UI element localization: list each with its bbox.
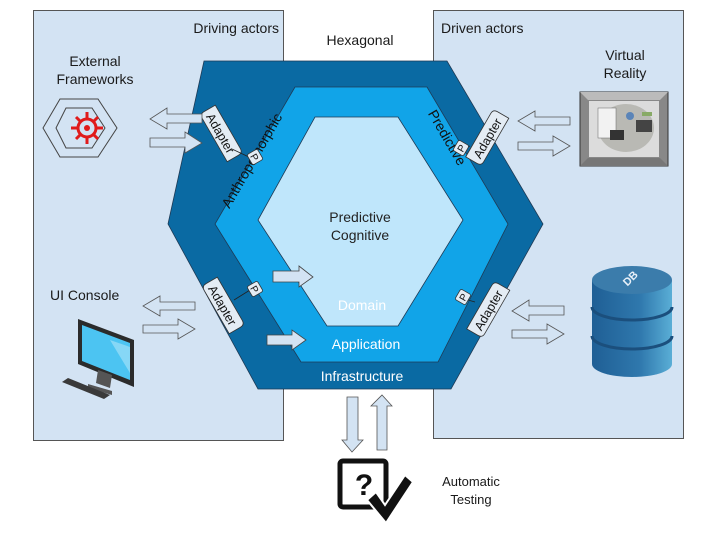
vr-photo-icon — [579, 91, 669, 167]
port-label: P — [247, 284, 260, 296]
gear-hexagon-icon — [42, 98, 118, 158]
ui-console-label: UI Console — [50, 287, 120, 303]
core-label-line1: Predictive — [329, 209, 391, 225]
port-label: P — [456, 143, 469, 155]
port-label: P — [458, 292, 471, 304]
port-top-right[interactable]: P — [453, 140, 470, 157]
arrow-right-bottom-in — [511, 299, 565, 322]
infrastructure-label: Infrastructure — [321, 368, 404, 384]
automatic-testing-label: Automatic Testing — [442, 474, 500, 507]
arrow-to-domain — [272, 265, 314, 288]
arrow-left-top-out — [149, 131, 203, 154]
question-check-icon: ? — [337, 458, 415, 525]
monitor-icon — [62, 319, 134, 399]
port-bottom-right[interactable]: P — [455, 289, 472, 306]
port-connector — [467, 299, 476, 303]
port-top-left[interactable]: P — [246, 149, 263, 166]
driven-actors-label: Driven actors — [441, 20, 524, 36]
arrow-right-top-out — [517, 135, 571, 157]
arrow-to-application — [266, 329, 307, 351]
svg-text:?: ? — [355, 469, 373, 502]
arrow-down-to-testing — [341, 396, 364, 453]
domain-label: Domain — [338, 297, 386, 313]
port-label: P — [247, 152, 260, 164]
driving-actors-label: Driving actors — [193, 20, 279, 36]
hexagonal-title: Hexagonal — [326, 32, 394, 48]
arrow-left-top-in — [149, 107, 203, 130]
arrow-up-from-testing — [370, 394, 393, 451]
arrow-right-top-in — [517, 110, 571, 132]
core-label-line2: Cognitive — [331, 227, 390, 243]
port-connector — [233, 289, 251, 301]
arrow-left-bottom-out — [142, 318, 196, 340]
external-frameworks-label: External Frameworks — [56, 53, 134, 87]
virtual-reality-label: Virtual Reality — [603, 47, 647, 81]
application-label: Application — [332, 336, 401, 352]
arrow-left-bottom-in — [142, 295, 196, 317]
database-icon: DB — [590, 266, 674, 377]
port-bottom-left[interactable]: P — [246, 281, 263, 298]
arrow-right-bottom-out — [511, 323, 565, 345]
